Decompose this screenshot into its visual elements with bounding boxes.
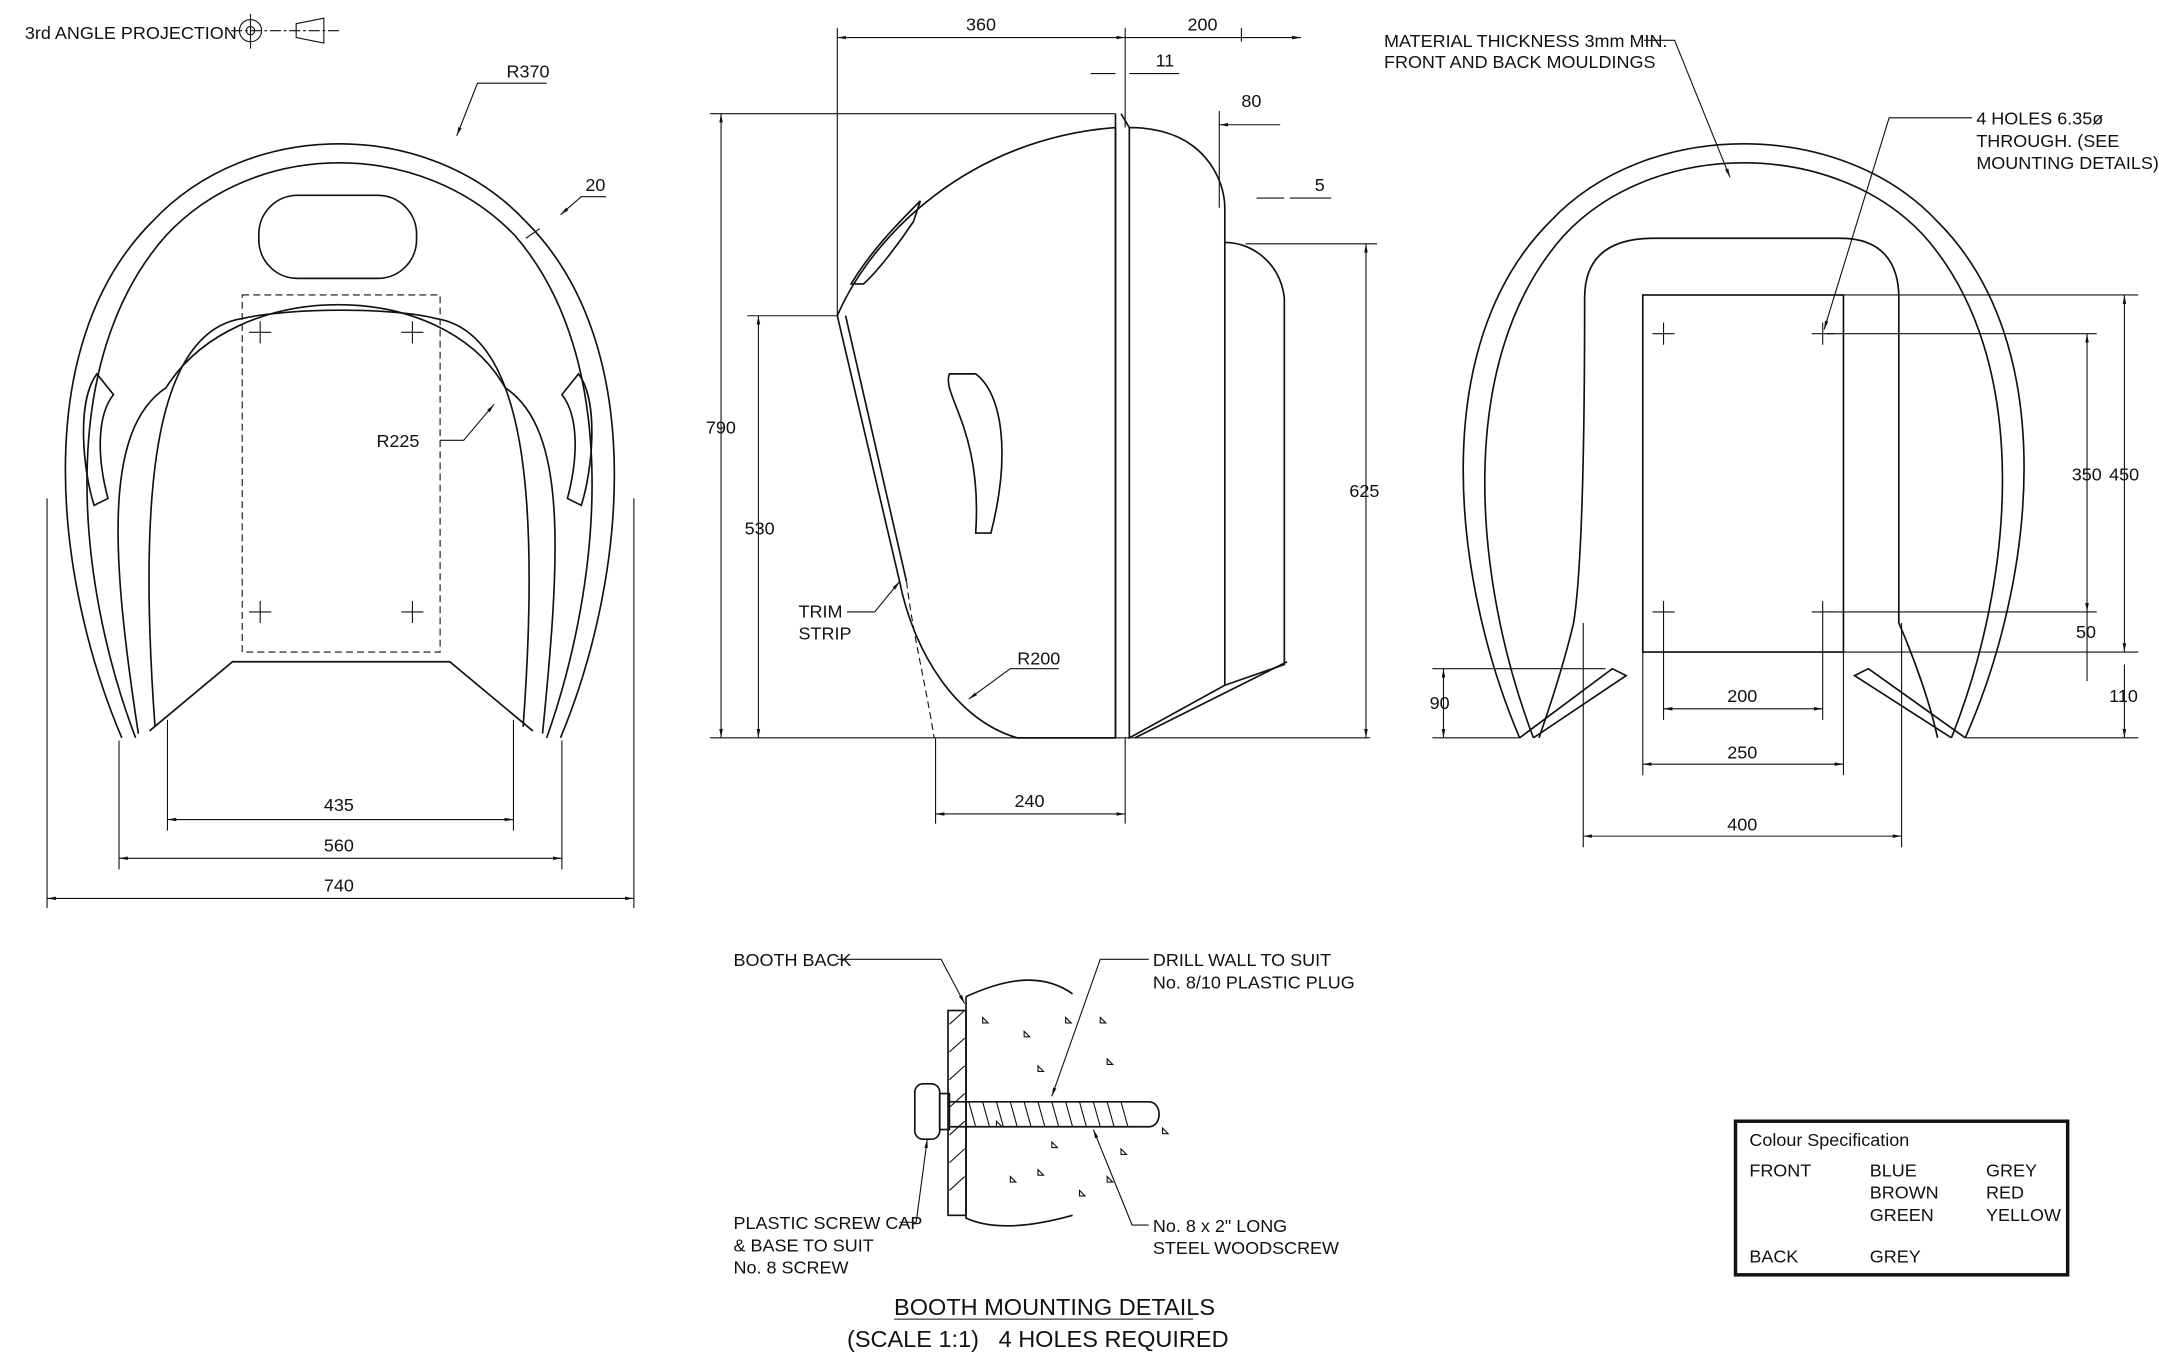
- dim-inner-radius: R225: [376, 431, 419, 451]
- dim-base-240: 240: [1014, 791, 1044, 811]
- dim-depth-200: 200: [1187, 15, 1217, 35]
- dim-width-435: 435: [324, 795, 354, 815]
- front-view: R370 20 R225 435 560 740: [46, 62, 635, 909]
- screw-cap-label-1: PLASTIC SCREW CAP: [734, 1213, 923, 1233]
- dim-radius-200: R200: [1017, 649, 1060, 669]
- drill-label-1: DRILL WALL TO SUIT: [1153, 950, 1331, 970]
- projection-label: 3rd ANGLE PROJECTION: [25, 23, 237, 43]
- holes-note-line-3: MOUNTING DETAILS).: [1976, 153, 2159, 173]
- holes-note-line-2: THROUGH. (SEE: [1976, 131, 2119, 151]
- mounting-detail-title: BOOTH MOUNTING DETAILS: [894, 1294, 1215, 1320]
- woodscrew-label-1: No. 8 x 2" LONG: [1153, 1216, 1287, 1236]
- mounting-detail-subtitle: (SCALE 1:1) 4 HOLES REQUIRED: [847, 1326, 1229, 1352]
- screw-cap-label-3: No. 8 SCREW: [734, 1257, 849, 1277]
- dim-plate-height-450: 450: [2109, 464, 2139, 484]
- concrete-texture: [982, 1016, 1170, 1197]
- back-view: MATERIAL THICKNESS 3mm MIN. FRONT AND BA…: [1384, 31, 2159, 848]
- colour-spec-title: Colour Specification: [1749, 1130, 1909, 1150]
- screw-cap-label-2: & BASE TO SUIT: [734, 1235, 874, 1255]
- dim-width-560: 560: [324, 835, 354, 855]
- holes-note-line-1: 4 HOLES 6.35ø: [1976, 109, 2103, 129]
- material-note-line-1: MATERIAL THICKNESS 3mm MIN.: [1384, 31, 1667, 51]
- dim-height-790: 790: [706, 417, 736, 437]
- dim-back-lip-5: 5: [1315, 175, 1325, 195]
- front-colour: BROWN: [1870, 1183, 1939, 1203]
- front-colour: RED: [1986, 1183, 2024, 1203]
- dim-hole-spacing-200: 200: [1727, 686, 1757, 706]
- trim-label-1: TRIM: [799, 601, 843, 621]
- dim-hole-offset-50: 50: [2076, 622, 2096, 642]
- back-colour: GREY: [1870, 1246, 1921, 1266]
- back-label: BACK: [1749, 1246, 1798, 1266]
- colour-spec-table: Colour Specification FRONT BLUE BROWN GR…: [1733, 1119, 2070, 1277]
- front-colour: BLUE: [1870, 1161, 1917, 1181]
- woodscrew-label-2: STEEL WOODSCREW: [1153, 1238, 1339, 1258]
- side-view: 360 200 11 80 5 790 530 625 240 R200 TRI…: [706, 15, 1379, 824]
- dim-height-530: 530: [745, 518, 775, 538]
- dim-plate-width-250: 250: [1727, 743, 1757, 763]
- dim-flange-11: 11: [1156, 51, 1175, 71]
- dim-base-width-400: 400: [1727, 815, 1757, 835]
- material-note-line-2: FRONT AND BACK MOULDINGS: [1384, 52, 1655, 72]
- front-colour: YELLOW: [1986, 1205, 2061, 1225]
- dim-thickness: 20: [585, 175, 605, 195]
- front-colour: GREEN: [1870, 1205, 1934, 1225]
- booth-back-label: BOOTH BACK: [734, 950, 852, 970]
- drill-label-2: No. 8/10 PLASTIC PLUG: [1153, 972, 1355, 992]
- dim-width-740: 740: [324, 875, 354, 895]
- projection-symbol: 3rd ANGLE PROJECTION: [25, 14, 340, 49]
- dim-side-height-90: 90: [1430, 693, 1450, 713]
- dim-outer-radius: R370: [507, 62, 550, 82]
- dim-hole-spacing-350: 350: [2072, 464, 2102, 484]
- front-label: FRONT: [1749, 1161, 1811, 1181]
- dim-depth-360: 360: [966, 15, 996, 35]
- mounting-detail: BOOTH BACK DRILL WALL TO SUIT No. 8/10 P…: [734, 950, 1355, 1352]
- dim-side-height-110: 110: [2109, 686, 2138, 706]
- dim-back-step-80: 80: [1241, 91, 1261, 111]
- front-colour: GREY: [1986, 1161, 2037, 1181]
- dim-height-625: 625: [1349, 481, 1379, 501]
- trim-label-2: STRIP: [799, 624, 852, 644]
